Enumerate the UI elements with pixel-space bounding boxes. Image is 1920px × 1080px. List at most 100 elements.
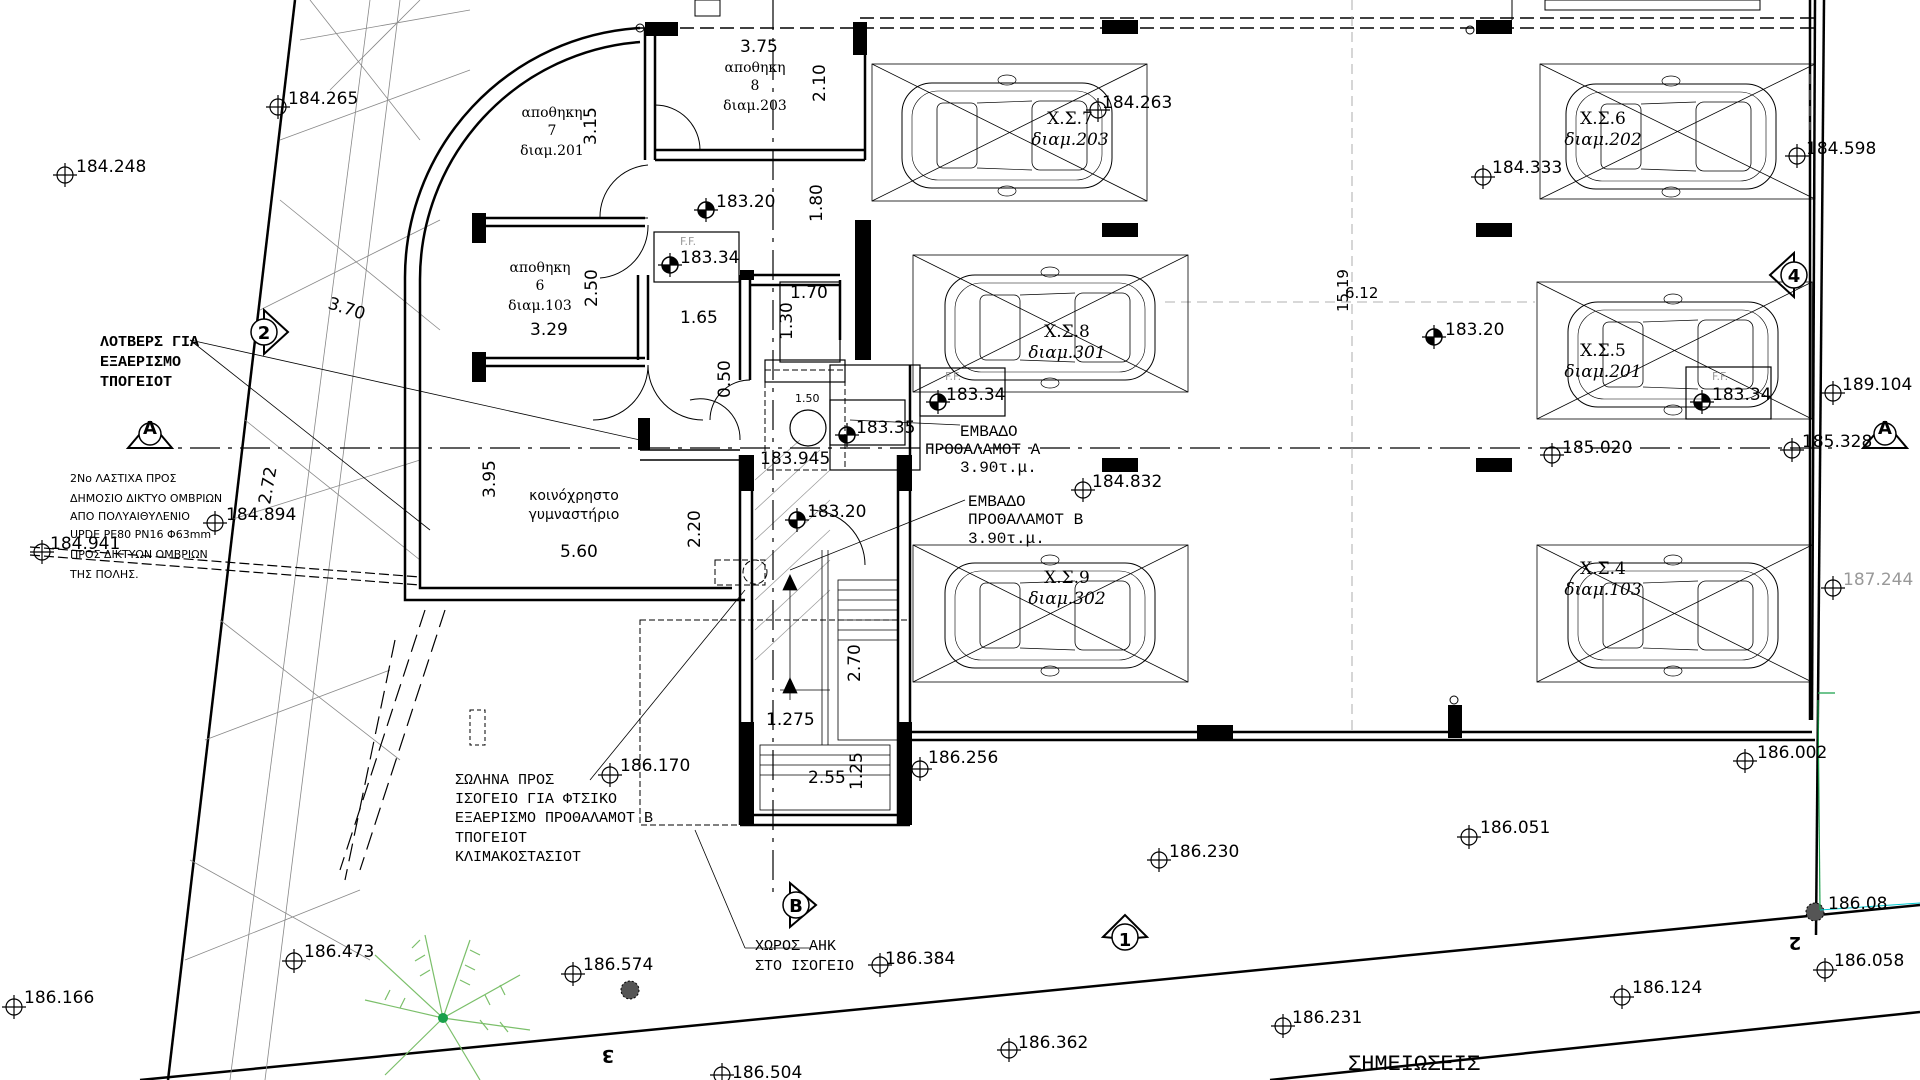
- note-pipe-4: ΤΠΟΓΕΙΟΤ: [455, 830, 527, 847]
- level-18334c: 183.34: [1712, 385, 1771, 405]
- dim-255: 2.55: [808, 768, 846, 788]
- level-184894: 184.894: [226, 505, 296, 525]
- note-drain-2: ΔΗΜΟΣΙΟ ΔΙΚΤΥΟ ΟΜΒΡΙΩΝ: [70, 492, 222, 505]
- level-186166: 186.166: [24, 988, 94, 1008]
- note-lobby-a-1: ΕΜΒΑΔΟ: [960, 423, 1018, 441]
- note-pipe-2: ΙΣΟΓΕΙΟ ΓΙΑ ΦΤΣΙΚΟ: [455, 791, 617, 808]
- storeroom-7-code: διαμ.201: [520, 143, 584, 159]
- axis-a-right-label: A: [1878, 418, 1892, 439]
- parking-8-code: διαμ.301: [1028, 343, 1105, 363]
- note-lobby-a-2: ΠΡΟΘΑΛΑΜΟΤ Α: [925, 441, 1041, 459]
- level-184832: 184.832: [1092, 472, 1162, 492]
- dim-329: 3.29: [530, 320, 568, 340]
- dim-395: 3.95: [480, 460, 500, 498]
- level-186124: 186.124: [1632, 978, 1702, 998]
- level-186230: 186.230: [1169, 842, 1239, 862]
- level-18608: 186.08: [1828, 894, 1887, 914]
- note-lobby-b-1: ΕΜΒΑΔΟ: [968, 493, 1026, 511]
- parking-7-code: διαμ.203: [1031, 130, 1108, 150]
- level-18334a: 183.34: [680, 248, 739, 268]
- level-184333: 184.333: [1492, 158, 1562, 178]
- level-184265: 184.265: [288, 89, 358, 109]
- storeroom-8-title: αποθηκη: [724, 60, 785, 76]
- dim-612: 6.12: [1345, 284, 1378, 302]
- note-lobby-b-2: ΠΡΟΘΑΛΑΜΟΤ Β: [968, 511, 1083, 529]
- axis-b-marker: [782, 880, 818, 930]
- dim-315: 3.15: [581, 107, 601, 145]
- dim-270: 2.70: [845, 644, 865, 682]
- ff-label-3: F.F.: [1712, 370, 1728, 383]
- storeroom-6-num: 6: [536, 278, 545, 294]
- dim-125: 1.25: [847, 752, 867, 790]
- note-louvres-3: ΤΠΟΓΕΙΟΤ: [100, 374, 172, 391]
- dim-150: 1.50: [795, 392, 820, 405]
- axis-a-left-marker: [125, 420, 175, 449]
- note-drain-5: ΠΡΟΣ ΔΙΚΤΥΩΝ ΟΜΒΡΙΩΝ: [70, 548, 208, 561]
- level-183945: 183.945: [760, 449, 830, 469]
- stair-hatch: [754, 439, 831, 661]
- level-185020: 185.020: [1562, 438, 1632, 458]
- parking-bays: [871, 63, 1816, 683]
- axis-a-left-label: A: [143, 418, 157, 439]
- marker-1-label: 1: [1119, 930, 1132, 951]
- storeroom-6-title: αποθηκη: [509, 260, 570, 276]
- note-pipe-3: ΕΞΑΕΡΙΣΜΟ ΠΡΟΘΑΛΑΜΟΤ Β: [455, 810, 653, 827]
- level-186231: 186.231: [1292, 1008, 1362, 1028]
- storeroom-8-num: 8: [751, 78, 760, 94]
- parking-6-name: Χ.Σ.6: [1580, 109, 1626, 129]
- dim-250: 2.50: [582, 269, 602, 307]
- level-186574: 186.574: [583, 955, 653, 975]
- stairs: [759, 550, 899, 811]
- marker-4: [1768, 250, 1808, 300]
- parking-9-code: διαμ.302: [1028, 589, 1105, 609]
- level-18334b: 183.34: [946, 385, 1005, 405]
- doors: [592, 104, 866, 566]
- dim-180: 1.80: [807, 184, 827, 222]
- dim-050: 0.50: [715, 360, 735, 398]
- note-pipe-5: ΚΛΙΜΑΚΟΣΤΑΣΙΟΤ: [455, 849, 581, 866]
- gym-label-2: γυμναστήριο: [529, 507, 620, 523]
- level-labels: 184.265 184.248 184.263 184.333 184.598 …: [24, 89, 1913, 1080]
- dim-220: 2.20: [685, 510, 705, 548]
- parking-7-name: Χ.Σ.7: [1047, 109, 1093, 129]
- level-189104: 189.104: [1842, 375, 1912, 395]
- level-186473: 186.473: [304, 942, 374, 962]
- level-18320b: 183.20: [1445, 320, 1504, 340]
- dim-560: 5.60: [560, 542, 598, 562]
- marker-4-label: 4: [1788, 266, 1801, 287]
- level-184598: 184.598: [1806, 139, 1876, 159]
- garden-hatching: [184, 0, 471, 1080]
- axis-b-label: B: [789, 896, 803, 917]
- level-18320c: 183.20: [807, 502, 866, 522]
- axis-a-right-marker: [1860, 420, 1910, 449]
- storeroom-8-code: διαμ.203: [723, 98, 787, 114]
- level-184248: 184.248: [76, 157, 146, 177]
- dim-130: 1.30: [777, 302, 797, 340]
- marker-3-label: 3: [602, 1045, 615, 1066]
- parking-8-name: Χ.Σ.8: [1044, 322, 1090, 342]
- dim-210: 2.10: [810, 64, 830, 102]
- level-186256: 186.256: [928, 748, 998, 768]
- level-186170: 186.170: [620, 756, 690, 776]
- dim-165: 1.65: [680, 308, 718, 328]
- dimensions: 3.75 2.10 3.15 1.80 2.50 1.65 1.70 1.30 …: [255, 37, 1378, 790]
- note-louvres-1: ΛΟΤΒΕΡΣ ΓΙΑ: [100, 334, 199, 351]
- marker-2-label: 2: [258, 323, 271, 344]
- storeroom-7-title: αποθηκη: [521, 105, 582, 121]
- dim-370: 3.70: [325, 294, 367, 325]
- level-185328: 185.328: [1802, 432, 1872, 452]
- note-drain-1: 2Νο ΛΑΣΤΙΧΑ ΠΡΟΣ: [70, 472, 177, 485]
- level-186362: 186.362: [1018, 1033, 1088, 1053]
- ff-label-2: F.F.: [945, 370, 961, 383]
- note-space-2: ΣΤΟ ΙΣΟΓΕΙΟ: [755, 958, 854, 975]
- leaders: [189, 339, 966, 949]
- note-drain-3: ΑΠΟ ΠΟΛΥΑΙΘΥΛΕΝΙΟ: [70, 510, 190, 523]
- parking-4-name: Χ.Σ.4: [1580, 559, 1626, 579]
- note-louvres-2: ΕΞΑΕΡΙΣΜΟ: [100, 354, 181, 371]
- axis-markers: [125, 250, 1910, 951]
- level-186504: 186.504: [732, 1063, 802, 1080]
- palm-tree-icon: [364, 934, 531, 1080]
- level-186002: 186.002: [1757, 743, 1827, 763]
- note-drain-4: UPDE PE80 PN16 Φ63mm: [70, 528, 211, 541]
